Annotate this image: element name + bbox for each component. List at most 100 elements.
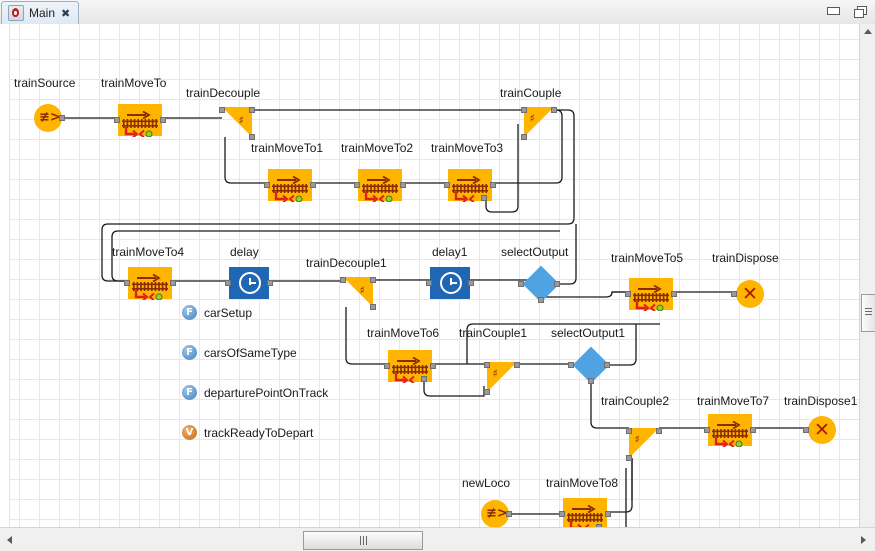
code-item-label: departurePointOnTrack: [204, 385, 329, 400]
block-port[interactable]: [384, 363, 390, 369]
block-port[interactable]: [551, 107, 557, 113]
block-delay1[interactable]: [426, 267, 474, 299]
block-selectOutput1[interactable]: [568, 346, 610, 384]
block-port[interactable]: [484, 362, 490, 368]
block-port[interactable]: [400, 182, 406, 188]
block-port[interactable]: [514, 362, 520, 368]
block-trainDecouple[interactable]: ♯: [219, 107, 255, 140]
block-label-selectOutput: selectOutput: [501, 245, 569, 259]
dispose-icon: ✕: [808, 416, 836, 444]
block-trainSource[interactable]: ≢>: [34, 104, 65, 132]
block-port[interactable]: [521, 107, 527, 113]
block-port[interactable]: [421, 376, 427, 382]
decouple-icon: ♯: [343, 277, 373, 307]
block-label-selectOutput1: selectOutput1: [551, 326, 626, 340]
block-trainDecouple1[interactable]: ♯: [340, 277, 376, 310]
block-trainMoveTo1[interactable]: [264, 169, 316, 204]
block-port[interactable]: [225, 280, 231, 286]
block-port[interactable]: [264, 182, 270, 188]
block-trainMoveTo2[interactable]: [354, 169, 406, 204]
close-icon[interactable]: ✖: [61, 7, 71, 20]
block-selectOutput[interactable]: [518, 265, 560, 303]
block-trainCouple2[interactable]: ♯: [626, 428, 662, 461]
restore-icon[interactable]: [853, 3, 869, 19]
block-trainMoveTo6[interactable]: [384, 350, 436, 385]
block-port[interactable]: [426, 280, 432, 286]
source-icon: ≢>: [34, 104, 62, 132]
block-port[interactable]: [803, 427, 809, 433]
block-port[interactable]: [170, 280, 176, 286]
horizontal-scroll-thumb[interactable]: [303, 531, 423, 550]
window-controls: [825, 3, 869, 19]
block-port[interactable]: [704, 427, 710, 433]
tab-main[interactable]: Main ✖: [1, 1, 79, 24]
block-port[interactable]: [626, 455, 632, 461]
block-trainMoveTo4[interactable]: [124, 267, 176, 302]
block-port[interactable]: [538, 297, 544, 303]
code-item-trackReadyToDepart[interactable]: V trackReadyToDepart: [182, 425, 313, 440]
block-port[interactable]: [518, 281, 524, 287]
block-port[interactable]: [750, 427, 756, 433]
block-port[interactable]: [506, 511, 512, 517]
block-port[interactable]: [267, 280, 273, 286]
block-port[interactable]: [340, 277, 346, 283]
code-item-carsOfSameType[interactable]: F carsOfSameType: [182, 345, 297, 360]
block-trainCouple[interactable]: ♯: [521, 107, 557, 140]
code-item-departurePointOnTrack[interactable]: F departurePointOnTrack: [182, 385, 328, 400]
vertical-scroll-thumb[interactable]: [861, 294, 875, 332]
block-port[interactable]: [656, 428, 662, 434]
block-port[interactable]: [124, 280, 130, 286]
block-port[interactable]: [160, 117, 166, 123]
block-delay[interactable]: [225, 267, 273, 299]
block-port[interactable]: [370, 304, 376, 310]
block-port[interactable]: [481, 195, 487, 201]
block-label-trainSource: trainSource: [14, 76, 76, 90]
vertical-scrollbar[interactable]: [859, 24, 875, 528]
agent-model-icon: [8, 5, 24, 21]
block-port[interactable]: [568, 362, 574, 368]
block-trainDispose1[interactable]: ✕: [803, 416, 836, 444]
block-port[interactable]: [554, 281, 560, 287]
block-port[interactable]: [59, 115, 65, 121]
horizontal-scrollbar[interactable]: [0, 527, 875, 551]
block-port[interactable]: [444, 182, 450, 188]
block-port[interactable]: [484, 389, 490, 395]
block-port[interactable]: [490, 182, 496, 188]
scroll-right-icon[interactable]: [856, 532, 871, 547]
block-newLoco[interactable]: ≢>: [481, 500, 512, 528]
block-trainMoveTo[interactable]: [114, 104, 166, 139]
block-port[interactable]: [354, 182, 360, 188]
block-port[interactable]: [249, 107, 255, 113]
block-trainMoveTo8[interactable]: [559, 498, 611, 528]
scroll-left-icon[interactable]: [2, 532, 17, 547]
block-trainDispose[interactable]: ✕: [731, 280, 764, 308]
minimize-icon[interactable]: [825, 3, 841, 19]
block-port[interactable]: [625, 291, 631, 297]
diagram-canvas[interactable]: ≢>trainSource trainMoveTo♯trainDecouple …: [0, 24, 861, 528]
block-port[interactable]: [731, 291, 737, 297]
block-port[interactable]: [114, 117, 120, 123]
block-port[interactable]: [596, 524, 602, 528]
code-item-carSetup[interactable]: F carSetup: [182, 305, 252, 320]
block-port[interactable]: [626, 428, 632, 434]
block-port[interactable]: [430, 363, 436, 369]
block-port[interactable]: [604, 362, 610, 368]
block-port[interactable]: [671, 291, 677, 297]
block-port[interactable]: [559, 511, 565, 517]
block-port[interactable]: [521, 134, 527, 140]
block-label-delay: delay: [230, 245, 259, 259]
block-label-trainMoveTo2: trainMoveTo2: [341, 141, 414, 155]
block-port[interactable]: [310, 182, 316, 188]
block-label-trainDispose: trainDispose: [712, 251, 779, 265]
block-trainMoveTo5[interactable]: [625, 278, 677, 313]
block-port[interactable]: [370, 277, 376, 283]
scroll-up-icon[interactable]: [860, 24, 875, 39]
block-trainCouple1[interactable]: ♯: [484, 362, 520, 395]
block-port[interactable]: [605, 511, 611, 517]
block-port[interactable]: [588, 378, 594, 384]
block-trainMoveTo7[interactable]: [704, 414, 756, 449]
block-port[interactable]: [219, 107, 225, 113]
block-trainMoveTo3[interactable]: [444, 169, 496, 204]
block-port[interactable]: [468, 280, 474, 286]
block-port[interactable]: [249, 134, 255, 140]
